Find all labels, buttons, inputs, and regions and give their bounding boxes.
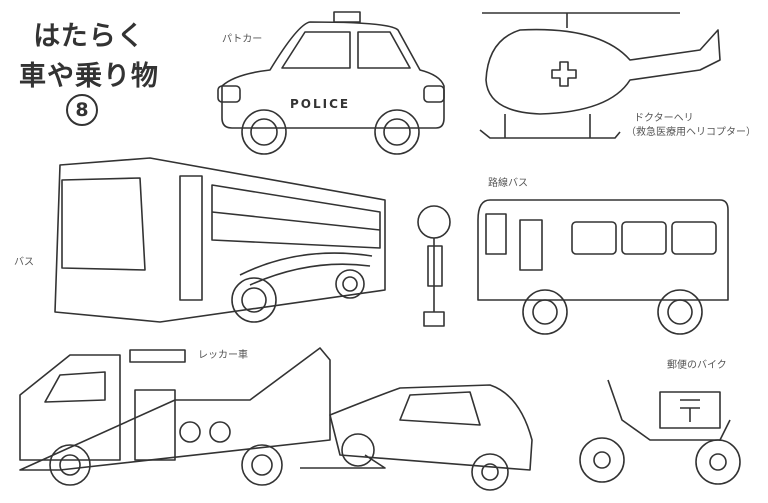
towed-car-drawing — [329, 384, 533, 491]
bus-drawing — [54, 157, 386, 323]
label-postal-bike: 郵便のバイク — [667, 360, 727, 371]
label-doctor-heli-sub: （救急医療用ヘリコプター） — [626, 127, 756, 138]
helicopter-drawing — [479, 12, 721, 139]
police-text: POLICE — [290, 97, 350, 111]
page-number: 8 — [66, 94, 98, 126]
label-doctor-heli: ドクターヘリ — [634, 113, 694, 124]
label-police-car: パトカー — [222, 34, 263, 45]
bus-stop-drawing — [417, 205, 451, 327]
label-route-bus: 路線バス — [488, 178, 528, 189]
postal-bike-drawing — [579, 379, 741, 485]
title-line-1: はたらく — [33, 21, 145, 52]
label-tow-truck: レッカー車 — [198, 350, 248, 361]
police-car-drawing: POLICE — [217, 11, 445, 155]
route-bus-drawing — [477, 199, 729, 335]
tow-truck-drawing — [19, 347, 386, 486]
label-bus: バス — [14, 257, 34, 268]
title-line-2: 車や乗り物 — [19, 61, 159, 92]
